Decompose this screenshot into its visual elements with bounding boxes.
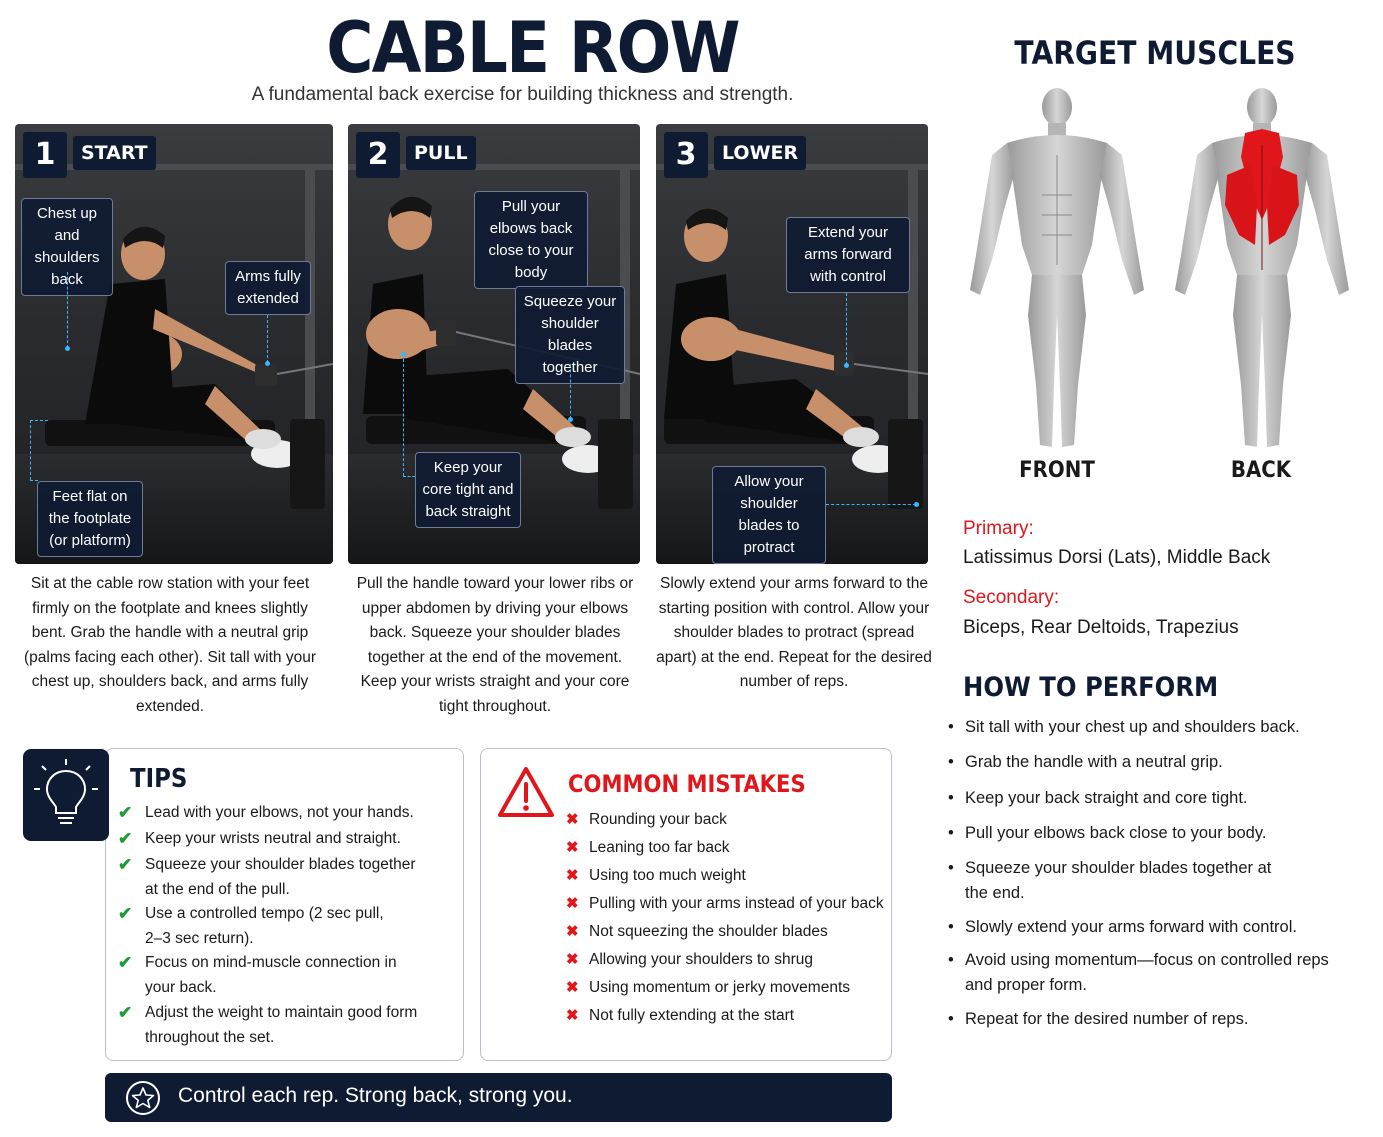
mistake-item: ✖Leaning too far back — [566, 837, 886, 859]
check-icon: ✔ — [118, 855, 133, 874]
athlete-start-illustration — [45, 226, 333, 509]
mistake-item: ✖Not squeezing the shoulder blades — [566, 921, 886, 943]
step-2-label: PULL — [406, 136, 476, 170]
step-1-photo: 1 START Chest up and shoulders back Arms… — [15, 124, 333, 564]
check-icon: ✔ — [118, 829, 133, 848]
tip-item: ✔Lead with your elbows, not your hands. — [118, 801, 448, 826]
step-3-number: 3 — [664, 132, 708, 178]
front-label: FRONT — [1019, 458, 1095, 483]
athlete-lower-illustration — [664, 208, 928, 509]
mistakes-title: COMMON MISTAKES — [568, 770, 806, 798]
step-1-callout-feet: Feet flat on the footplate (or platform) — [37, 481, 143, 557]
x-icon: ✖ — [566, 951, 579, 968]
how-to-item: Keep your back straight and core tight. — [948, 786, 1368, 811]
motivation-banner — [105, 1073, 892, 1122]
page-subtitle: A fundamental back exercise for building… — [251, 84, 794, 105]
back-label: BACK — [1230, 458, 1292, 483]
tip-item: ✔Adjust the weight to maintain good form… — [118, 1003, 418, 1046]
mistake-item: ✖Allowing your shoulders to shrug — [566, 949, 886, 971]
step-3-callout-protract: Allow your shoulder blades to protract — [712, 466, 826, 564]
x-icon: ✖ — [566, 811, 579, 828]
step-1-description: Sit at the cable row station with your f… — [23, 575, 317, 715]
step-2-number: 2 — [356, 132, 400, 178]
page-title: CABLE ROW — [326, 7, 740, 89]
mistake-item: ✖Pulling with your arms instead of your … — [566, 893, 886, 915]
secondary-muscles: Biceps, Rear Deltoids, Trapezius — [963, 617, 1239, 638]
mistakes-card — [480, 748, 892, 1061]
step-1-label: START — [73, 136, 156, 170]
step-3-callout-extend: Extend your arms forward with control — [786, 217, 910, 293]
primary-heading: Primary: — [963, 518, 1034, 539]
right-lat-highlight — [1267, 165, 1299, 245]
how-to-item: Repeat for the desired number of reps. — [948, 1007, 1368, 1032]
check-icon: ✔ — [118, 803, 133, 822]
step-2-callout-elbows: Pull your elbows back close to your body — [474, 191, 588, 289]
star-icon — [126, 1081, 160, 1115]
how-to-item: Slowly extend your arms forward with con… — [948, 915, 1368, 940]
mistake-item: ✖Using momentum or jerky movements — [566, 977, 886, 999]
tip-item: ✔Focus on mind-muscle connection in your… — [118, 953, 397, 996]
how-to-item: Squeeze your shoulder blades together at… — [948, 856, 1278, 906]
step-1-number: 1 — [23, 132, 67, 178]
mistake-item: ✖Using too much weight — [566, 865, 886, 887]
tips-title: TIPS — [130, 764, 188, 794]
step-3-photo: 3 LOWER Extend your arms forward with co… — [656, 124, 928, 564]
back-body-figure — [1175, 88, 1349, 447]
check-icon: ✔ — [118, 953, 133, 972]
x-icon: ✖ — [566, 839, 579, 856]
step-2-callout-core: Keep your core tight and back straight — [415, 452, 521, 528]
check-icon: ✔ — [118, 904, 133, 923]
secondary-heading: Secondary: — [963, 587, 1060, 608]
how-to-item: Grab the handle with a neutral grip. — [948, 750, 1368, 775]
how-to-item: Sit tall with your chest up and shoulder… — [948, 715, 1368, 740]
x-icon: ✖ — [566, 895, 579, 912]
tips-card — [105, 748, 464, 1061]
front-body-figure — [970, 88, 1144, 447]
mistake-item: ✖Not fully extending at the start — [566, 1005, 886, 1027]
how-to-title: HOW TO PERFORM — [963, 672, 1219, 703]
primary-muscles: Latissimus Dorsi (Lats), Middle Back — [963, 547, 1271, 568]
how-to-item: Avoid using momentum—focus on controlled… — [948, 948, 1333, 998]
check-icon: ✔ — [118, 1003, 133, 1022]
x-icon: ✖ — [566, 979, 579, 996]
left-lat-highlight — [1225, 165, 1257, 245]
tip-item: ✔Squeeze your shoulder blades together a… — [118, 855, 416, 898]
warning-icon — [498, 767, 554, 817]
x-icon: ✖ — [566, 867, 579, 884]
x-icon: ✖ — [566, 923, 579, 940]
step-3-description: Slowly extend your arms forward to the s… — [656, 575, 932, 691]
step-3-label: LOWER — [714, 136, 807, 170]
banner-text: Control each rep. Strong back, strong yo… — [178, 1084, 573, 1107]
tip-item: ✔Keep your wrists neutral and straight. — [118, 827, 448, 852]
mistake-item: ✖Rounding your back — [566, 809, 886, 831]
x-icon: ✖ — [566, 1007, 579, 1024]
lightbulb-icon — [23, 749, 109, 841]
target-muscles-title: TARGET MUSCLES — [1014, 34, 1296, 72]
how-to-item: Pull your elbows back close to your body… — [948, 821, 1368, 846]
tip-item: ✔Use a controlled tempo (2 sec pull, 2–3… — [118, 904, 384, 947]
step-2-description: Pull the handle toward your lower ribs o… — [356, 575, 634, 715]
step-2-photo: 2 PULL Pull your elbows back close to yo… — [348, 124, 640, 564]
step-1-callout-arms: Arms fully extended — [225, 261, 311, 315]
athlete-pull-illustration — [363, 196, 640, 509]
